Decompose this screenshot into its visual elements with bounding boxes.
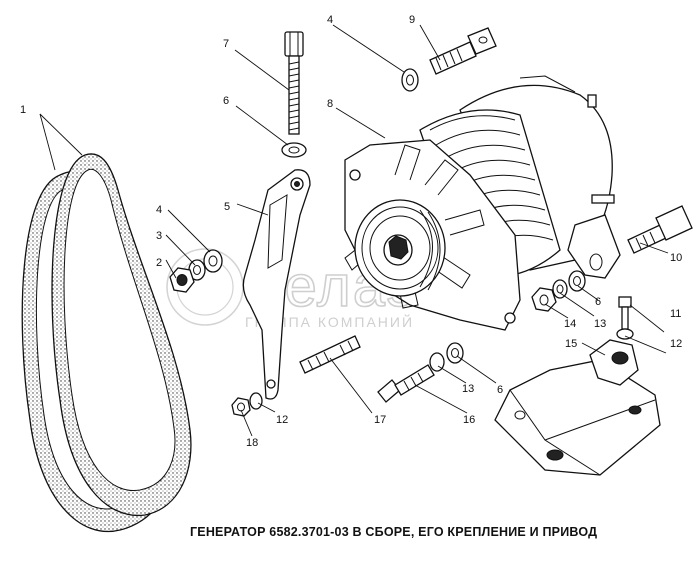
stud-10	[627, 205, 693, 254]
bracket-15	[494, 339, 661, 476]
stud-17	[299, 335, 361, 374]
callout-5: 5	[224, 201, 230, 213]
callout-6-top: 6	[223, 95, 229, 107]
nut-2	[169, 267, 195, 293]
bolt-9	[429, 27, 497, 75]
drive-belts	[21, 153, 192, 533]
washer-4-left	[203, 249, 223, 273]
callout-12-left: 12	[276, 414, 288, 426]
callout-1: 1	[20, 104, 26, 116]
callout-6-right: 6	[595, 296, 601, 308]
callout-9: 9	[409, 14, 415, 26]
leader-lines	[39, 24, 669, 437]
washer-6-upper	[281, 142, 307, 158]
washer-12-left	[249, 392, 263, 410]
callout-10: 10	[670, 252, 682, 264]
callout-16: 16	[463, 414, 475, 426]
washer-13-center	[429, 352, 445, 372]
diagram-caption: ГЕНЕРАТОР 6582.3701-03 В СБОРЕ, ЕГО КРЕП…	[190, 525, 597, 539]
callout-4-left: 4	[156, 204, 162, 216]
callout-7: 7	[223, 38, 229, 50]
washer-4-top	[401, 68, 419, 92]
nut-14	[531, 287, 557, 312]
callout-13-right: 13	[594, 318, 606, 330]
bolt-11	[618, 296, 632, 330]
callout-2: 2	[156, 257, 162, 269]
callout-3: 3	[156, 230, 162, 242]
washer-13-right	[552, 279, 568, 299]
callout-labels: 1 2 3 4 5 6 7 4 8 9 10 11 12 6 13 14 15 …	[20, 14, 682, 449]
washer-12-right	[616, 328, 634, 340]
callout-17: 17	[374, 414, 386, 426]
watermark-sub: ГРУППА КОМПАНИЙ	[245, 313, 414, 330]
washer-6-center	[446, 342, 464, 364]
callout-15: 15	[565, 338, 577, 350]
washer-6-right	[568, 270, 586, 292]
callout-11: 11	[670, 308, 681, 320]
callout-4-top: 4	[327, 14, 333, 26]
callout-13-center: 13	[462, 383, 474, 395]
bolt-16	[377, 364, 435, 403]
bracket-5	[242, 169, 311, 400]
generator-8	[344, 75, 621, 331]
callout-14: 14	[564, 318, 576, 330]
nut-18	[231, 397, 251, 417]
callout-8: 8	[327, 98, 333, 110]
callout-6-center: 6	[497, 384, 503, 396]
long-bolt-7	[284, 31, 304, 135]
callout-12-right: 12	[670, 338, 682, 350]
callout-18: 18	[246, 437, 258, 449]
